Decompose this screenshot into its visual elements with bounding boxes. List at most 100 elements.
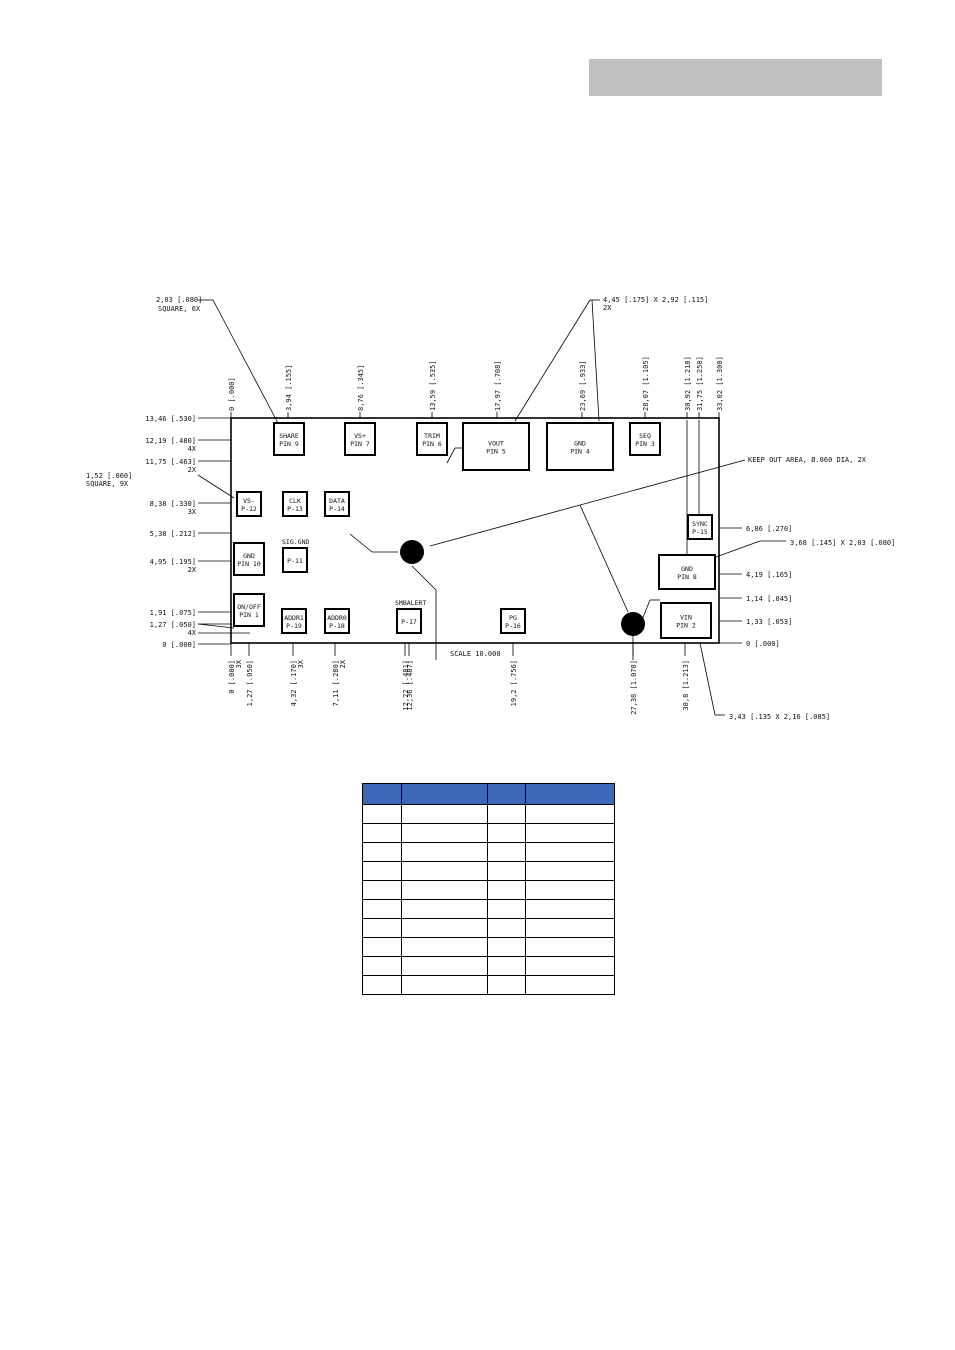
right-dim-label: 1,33 [.053] <box>746 618 792 626</box>
top-dim-label: 31,75 [1.250] <box>696 356 704 411</box>
top-dim-label: 17,97 [.708] <box>494 360 502 411</box>
left-dim-label: 0 [.000] <box>162 641 196 649</box>
pin-pad: VS+PIN 7 <box>344 422 376 456</box>
bottom-dim-label: 27,38 [1.078] <box>630 660 638 715</box>
square-pads-callout-1: 2,03 [.080] <box>156 296 202 304</box>
table-cell <box>362 861 402 881</box>
top-dim-label: 3,94 [.155] <box>285 365 293 411</box>
right-dim-label: 1,14 [.045] <box>746 595 792 603</box>
table-cell <box>487 937 526 957</box>
table-cell <box>487 842 526 862</box>
pin-number: P-18 <box>329 622 345 630</box>
vout-gnd-size-callout-1: 4,45 [.175] X 2,92 [.115] <box>603 296 708 304</box>
bottom-dim-sub: 3X <box>297 659 305 668</box>
right-dim-label: 6,86 [.270] <box>746 525 792 533</box>
table-cell <box>525 880 615 900</box>
pin-number: PIN 7 <box>350 440 370 448</box>
top-dim-label: 8,76 [.345] <box>357 365 365 411</box>
keep-out-callout: KEEP OUT AREA, Ø.060 DIA, 2X <box>748 456 867 464</box>
bottom-dim-sub: 2X <box>339 659 347 668</box>
table-row <box>362 975 615 995</box>
table-cell <box>362 842 402 862</box>
table-cell <box>401 899 488 919</box>
pin-name: VIN <box>680 614 692 622</box>
left-dim-sub: 4X <box>188 629 197 637</box>
table-cell <box>525 823 615 843</box>
left-dim-sub: 4X <box>188 445 197 453</box>
table-row <box>362 899 615 919</box>
table-cell <box>525 899 615 919</box>
gnd6-size-callout: 3,68 [.145] X 2,03 [.080] <box>790 539 895 547</box>
table-cell <box>487 918 526 938</box>
table-cell <box>487 956 526 976</box>
table-cell <box>525 861 615 881</box>
pin-name: GND <box>681 565 693 573</box>
table-cell <box>401 861 488 881</box>
bottom-dim-label: 1,27 [.050] <box>246 660 254 706</box>
left-dim-label: 1,27 [.050] <box>150 621 196 629</box>
pin-table <box>362 783 615 995</box>
table-cell <box>362 975 402 995</box>
pin-name: GND <box>574 440 586 448</box>
table-cell <box>362 956 402 976</box>
pin-number: PIN 9 <box>279 440 299 448</box>
table-row <box>362 937 615 957</box>
keep-out-circle-1 <box>400 540 424 564</box>
pin-name: SYNC <box>692 520 708 528</box>
table-cell <box>487 975 526 995</box>
pin-number: PIN 2 <box>676 622 696 630</box>
pin-number: P-15 <box>692 528 708 536</box>
vin-size-callout: 3,43 [.135 X 2,16 [.085] <box>729 713 830 721</box>
right-dim-label: 0 [.000] <box>746 640 780 648</box>
pin-number: P-17 <box>401 618 417 626</box>
table-cell <box>525 975 615 995</box>
bottom-dim-label: 12,36 [.487] <box>406 660 414 711</box>
table-cell <box>487 861 526 881</box>
top-dim-label: 13,59 [.535] <box>429 360 437 411</box>
table-row <box>362 861 615 881</box>
pin-number: PIN 10 <box>237 560 261 568</box>
left-dim-sub: 2X <box>188 466 197 474</box>
pin-name: ON/OFF <box>237 603 261 611</box>
header-bar <box>589 59 882 96</box>
left-dim-label: 8,38 [.330] <box>150 500 196 508</box>
pin-name: DATA <box>329 497 345 505</box>
table-cell <box>525 842 615 862</box>
table-cell <box>362 918 402 938</box>
bottom-dim-label: 12,22 [.481] <box>402 660 410 711</box>
pin-name: VS- <box>243 497 255 505</box>
pin-name: CLK <box>289 497 301 505</box>
top-dim-label: 33,02 [1.300] <box>716 356 724 411</box>
table-cell <box>401 937 488 957</box>
left-dim-label: 5,38 [.212] <box>150 530 196 538</box>
left-dim-sub: 3X <box>188 508 197 516</box>
table-cell <box>401 956 488 976</box>
pin-number: PIN 8 <box>677 573 697 581</box>
table-cell <box>525 918 615 938</box>
pin-number: PIN 4 <box>570 448 590 456</box>
right-dimension-labels: 6,86 [.270]4,19 [.165]1,14 [.045]1,33 [.… <box>719 525 792 648</box>
table-cell <box>487 804 526 824</box>
table-cell <box>401 975 488 995</box>
left-dim-label: 1,91 [.075] <box>150 609 196 617</box>
bottom-dim-label: 30,8 [1.213] <box>682 660 690 711</box>
table-cell <box>401 880 488 900</box>
left-dim-label: 4,95 [.195] <box>150 558 196 566</box>
pin-number: P-16 <box>505 622 521 630</box>
pin-number: PIN 1 <box>239 611 259 619</box>
pin-name: SEQ <box>639 432 651 440</box>
pin-name: ADDR1 <box>284 614 304 622</box>
table-row <box>362 804 615 824</box>
sig-gnd-label: SIG.GND <box>282 538 309 546</box>
pin-number: P-13 <box>287 505 303 513</box>
bottom-dim-sub: 3X <box>235 659 243 668</box>
pin-number: PIN 3 <box>635 440 655 448</box>
left-dim-label: 11,75 [.463] <box>145 458 196 466</box>
